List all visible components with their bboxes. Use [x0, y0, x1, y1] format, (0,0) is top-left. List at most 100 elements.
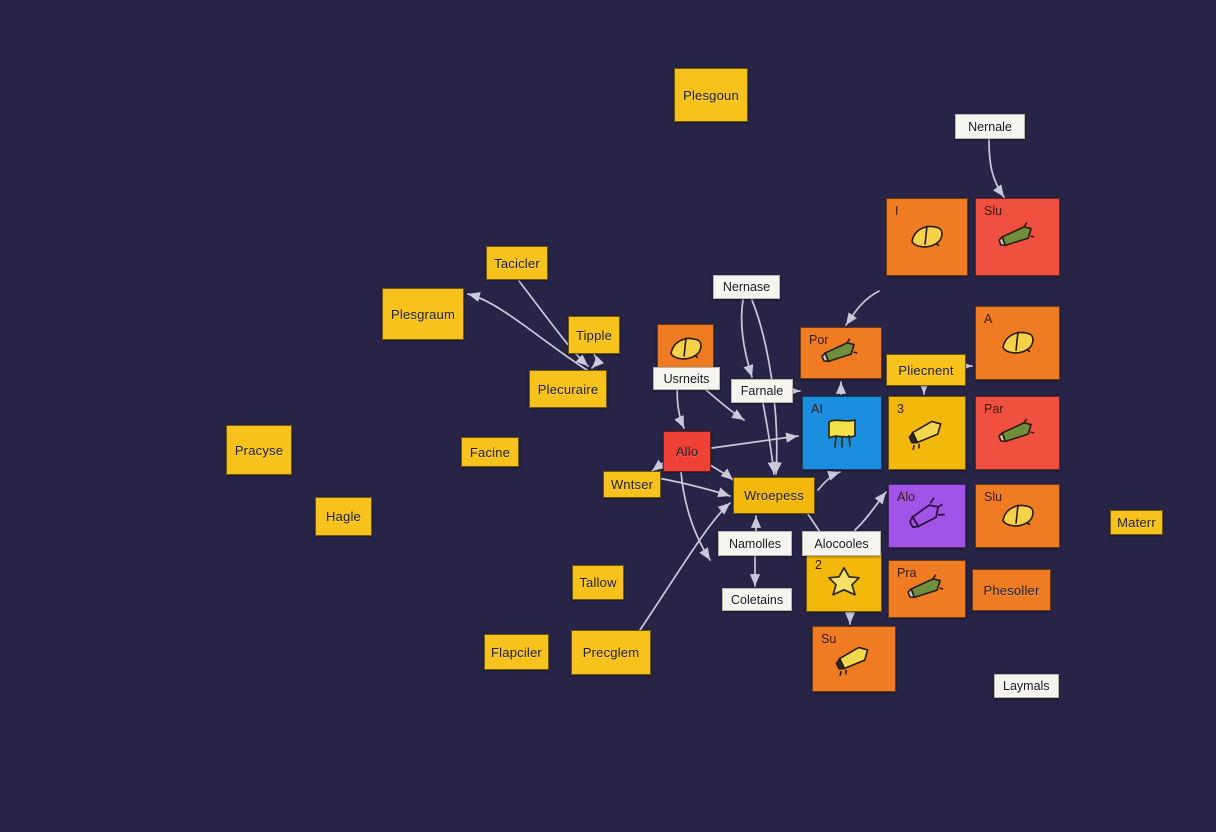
node-tile-i[interactable]: I	[886, 198, 968, 276]
node-tile-su[interactable]: Su	[812, 626, 896, 692]
bomb-yellow-icon	[813, 646, 895, 677]
node-wroepess[interactable]: Wroepess	[733, 477, 815, 514]
white-label-text: Usrneits	[663, 371, 710, 386]
node-caption: Par	[984, 402, 1004, 416]
node-tile-alo[interactable]: Alo	[888, 484, 966, 548]
node-caption: 2	[815, 558, 822, 572]
edge-wroepess-to-tile-ai	[817, 470, 841, 491]
edge-wntser-to-wroepess	[657, 477, 731, 498]
node-tile-pra[interactable]: Pra	[888, 560, 966, 618]
node-tile-2[interactable]: 2	[806, 552, 882, 612]
flag-icon	[803, 416, 881, 454]
edge-allo-to-namolles	[680, 471, 711, 561]
node-tile-slu[interactable]: Slu	[975, 198, 1060, 276]
star-icon	[807, 566, 881, 602]
edge-tile-i-to-tile-por	[845, 290, 880, 326]
white-label-text: Nernase	[722, 280, 771, 294]
bomb-green-icon	[801, 338, 881, 370]
node-label: Materr	[1117, 515, 1156, 530]
node-label: Wroepess	[744, 488, 804, 503]
fan-icon	[887, 222, 967, 256]
node-tile-par[interactable]: Par	[975, 396, 1060, 470]
node-precglem[interactable]: Precglem	[571, 630, 651, 675]
white-label-namolles[interactable]: Namolles	[718, 531, 792, 556]
bomb-yellow-icon	[889, 420, 965, 451]
node-phesoller[interactable]: Phesoller	[972, 569, 1051, 611]
node-label: Plecuraire	[537, 381, 599, 397]
node-label: Allo	[675, 444, 699, 459]
node-caption: 3	[897, 402, 904, 416]
node-tile-ai[interactable]: AI	[802, 396, 882, 470]
bomb-green-icon	[976, 418, 1059, 450]
white-label-nernase[interactable]: Nernase	[713, 275, 780, 299]
white-label-text: Coletains	[731, 592, 784, 607]
node-caption: Por	[809, 333, 829, 347]
node-caption: Pra	[897, 566, 917, 580]
white-label-usrneits[interactable]: Usrneits	[653, 367, 720, 390]
node-tacicler[interactable]: Tacicler	[486, 246, 548, 280]
node-wntser[interactable]: Wntser	[603, 471, 661, 498]
fan-icon	[976, 328, 1059, 362]
node-label: Wntser	[610, 477, 654, 492]
node-label: Flapciler	[491, 644, 542, 660]
edge-farnale-to-tile-ai	[788, 385, 801, 397]
node-flapciler[interactable]: Flapciler	[484, 634, 549, 670]
white-label-text: Laymals	[1003, 679, 1050, 693]
white-label-text: Namolles	[728, 536, 782, 551]
node-allo[interactable]: Allo	[663, 431, 711, 472]
node-label: Pracyse	[234, 442, 284, 458]
edge-nernale-label-to-tile-slu	[988, 138, 1005, 198]
node-label: Pliecnent	[898, 362, 954, 378]
node-label: Facine	[469, 444, 511, 460]
node-tile-3[interactable]: 3	[888, 396, 966, 470]
white-label-text: Alocooles	[814, 536, 869, 551]
white-label-text: Farnale	[740, 384, 784, 398]
node-hagle[interactable]: Hagle	[315, 497, 372, 536]
node-tile-por[interactable]: Por	[800, 327, 882, 379]
node-tile-a[interactable]: A	[975, 306, 1060, 380]
node-caption: I	[895, 204, 899, 218]
white-label-laymals[interactable]: Laymals	[994, 674, 1059, 698]
edge-nernase-to-farnale	[740, 299, 754, 378]
node-label: Plesgoun	[683, 87, 739, 103]
fan-icon	[976, 501, 1059, 535]
edge-allo-to-tile-ai	[711, 432, 799, 449]
white-label-alocooles[interactable]: Alocooles	[802, 531, 881, 556]
node-label: Phesoller	[983, 582, 1040, 598]
node-plesgoun[interactable]: Plesgoun	[674, 68, 748, 122]
edge-alocooles-to-tile-alo	[854, 491, 887, 531]
node-caption: Alo	[897, 490, 916, 504]
node-label: Tipple	[575, 327, 613, 343]
edge-precglem-to-wroepess	[639, 502, 731, 631]
edge-tipple-to-plecuraire	[591, 353, 605, 369]
node-caption: Slu	[984, 490, 1003, 504]
node-caption: A	[984, 312, 993, 326]
node-facine[interactable]: Facine	[461, 437, 519, 467]
node-label: Precglem	[582, 645, 640, 660]
node-pracyse[interactable]: Pracyse	[226, 425, 292, 475]
node-tipple[interactable]: Tipple	[568, 316, 620, 354]
node-materr[interactable]: Materr	[1110, 510, 1163, 535]
edge-farnale-to-wroepess	[762, 402, 778, 475]
node-pliecnent[interactable]: Pliecnent	[886, 354, 966, 386]
node-plecuraire[interactable]: Plecuraire	[529, 370, 607, 408]
node-caption: Su	[821, 632, 837, 646]
node-plesgraum[interactable]: Plesgraum	[382, 288, 464, 340]
node-caption: AI	[811, 402, 823, 416]
fan-icon	[658, 334, 713, 368]
node-label: Tacicler	[494, 255, 540, 271]
bomb-outline-icon	[889, 497, 965, 534]
node-tile-slu2[interactable]: Slu	[975, 484, 1060, 548]
node-label: Plesgraum	[391, 306, 455, 322]
node-usrneits[interactable]	[657, 324, 714, 374]
bomb-green-icon	[976, 222, 1059, 254]
node-caption: Slu	[984, 204, 1003, 218]
node-label: Hagle	[326, 509, 361, 524]
white-label-farnale[interactable]: Farnale	[731, 379, 793, 403]
node-tallow[interactable]: Tallow	[572, 565, 624, 600]
white-label-coletains[interactable]: Coletains	[722, 588, 793, 611]
bomb-green-icon	[889, 574, 965, 606]
node-label: Tallow	[579, 575, 617, 590]
white-label-nernale[interactable]: Nernale	[955, 114, 1025, 139]
